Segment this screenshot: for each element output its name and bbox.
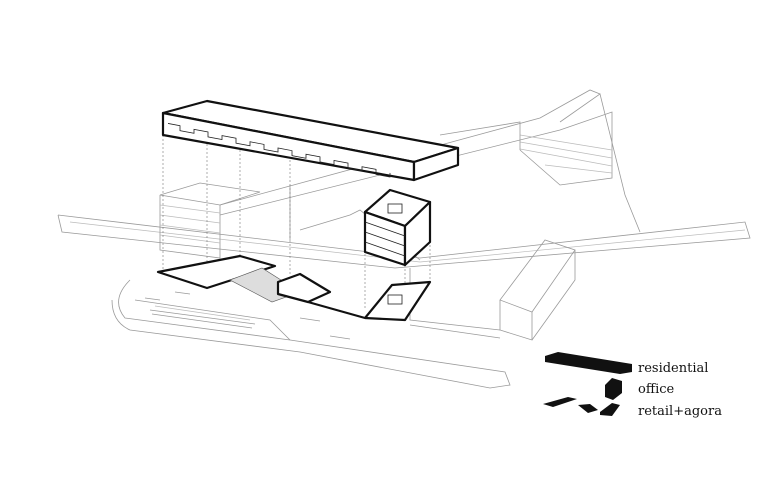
legend-label-office: office xyxy=(638,382,675,397)
ground-plate xyxy=(111,279,511,389)
residential-slab xyxy=(161,99,460,182)
legend-label-retail-agora: retail+agora xyxy=(638,404,722,419)
road xyxy=(57,214,751,269)
retail-agora-footprint xyxy=(156,254,432,322)
legend-icons xyxy=(543,352,632,416)
office-block-icon xyxy=(605,378,622,400)
retail-footprint-icon xyxy=(543,397,620,416)
context-buildings xyxy=(159,89,641,341)
residential-slab-icon xyxy=(545,352,632,374)
office-block xyxy=(363,188,432,305)
legend-label-residential: residential xyxy=(638,361,709,376)
